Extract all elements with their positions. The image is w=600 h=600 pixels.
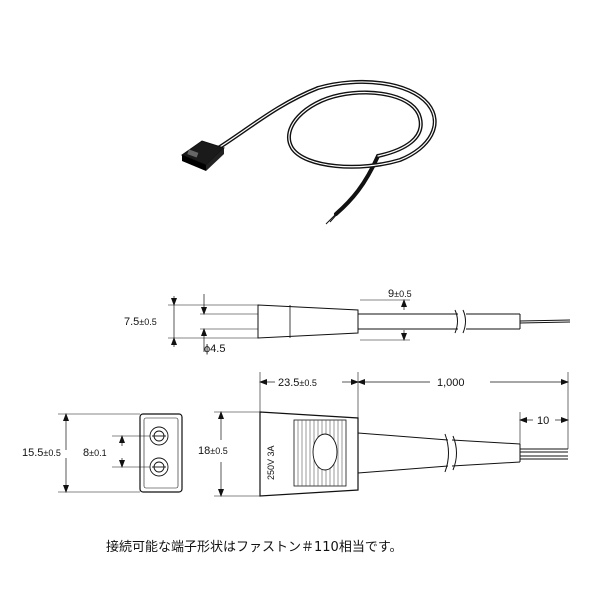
front-view (58, 413, 183, 493)
dim-side-height: 7.5±0.5 (124, 316, 157, 328)
dim-top-gap: 9±0.5 (388, 288, 412, 300)
top-view (214, 372, 569, 497)
dim-cable-length: 1,000 (437, 377, 465, 389)
rating-marking: 250V 3A (266, 445, 276, 480)
footnote: 接続可能な端子形状はファストン＃110相当です。 (106, 539, 403, 555)
side-view (168, 294, 571, 352)
dim-connector-length: 23.5±0.5 (278, 377, 317, 389)
dim-front-height: 15.5±0.5 (22, 447, 61, 459)
dim-terminal-pitch: 8±0.1 (83, 447, 107, 459)
connector-illustration (180, 79, 437, 225)
dim-top-width: 18±0.5 (198, 445, 228, 457)
dim-strip-length: 10 (537, 415, 549, 427)
dim-cable-diameter: ϕ4.5 (204, 343, 225, 355)
